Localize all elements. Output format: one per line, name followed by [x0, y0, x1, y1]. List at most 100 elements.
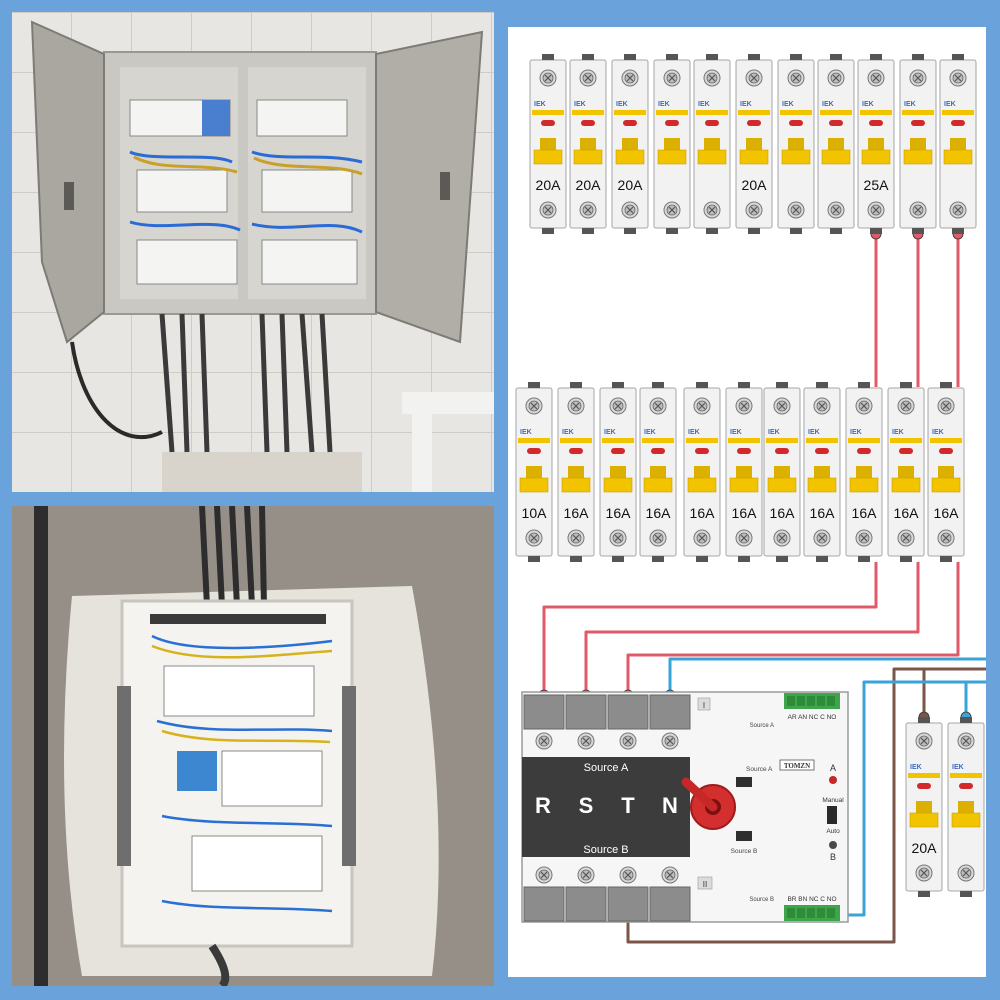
trip-indicator: [695, 448, 709, 454]
ats-phase-s: S: [579, 793, 594, 818]
breaker-lever[interactable]: [519, 466, 549, 493]
ats-window-a: [736, 777, 752, 787]
brand-label: IEK: [740, 101, 752, 108]
ats-indicator-b: [829, 841, 837, 849]
wire-brown-phase-out: [626, 667, 926, 944]
breaker-lever[interactable]: [739, 138, 769, 165]
trip-indicator: [623, 120, 637, 126]
terminal-block-a: [784, 693, 840, 709]
trip-indicator: [951, 120, 965, 126]
ats-source-a-label: Source A: [584, 762, 629, 774]
ats-brand: TOMZN: [784, 762, 810, 770]
ats-screw-terminals: [523, 694, 691, 922]
ats-label-ii: II: [703, 880, 707, 889]
ats-dark-panel: [522, 757, 690, 857]
row1-breaker: IEK: [939, 54, 977, 234]
trip-indicator: [527, 448, 541, 454]
breaker-lever[interactable]: [891, 466, 921, 493]
brand-label: IEK: [604, 429, 616, 436]
breaker-lever[interactable]: [687, 466, 717, 493]
breaker-lever[interactable]: [951, 801, 981, 828]
trip-indicator: [775, 448, 789, 454]
breaker-lever[interactable]: [697, 138, 727, 165]
breaker-lever[interactable]: [615, 138, 645, 165]
side-breaker: IEK: [947, 717, 985, 897]
brand-label: IEK: [904, 101, 916, 108]
brand-label: IEK: [822, 101, 834, 108]
trip-indicator: [665, 120, 679, 126]
rating-label: 16A: [732, 505, 758, 521]
terminal-a-source: Source A: [750, 723, 774, 729]
breaker-lever[interactable]: [861, 138, 891, 165]
breaker-lever[interactable]: [807, 466, 837, 493]
ats-source-b-label: Source B: [583, 844, 628, 856]
breaker-lever[interactable]: [657, 138, 687, 165]
breaker-lever[interactable]: [931, 466, 961, 493]
wall-box-illustration: [12, 506, 494, 986]
breaker-lever[interactable]: [573, 138, 603, 165]
cabinet-illustration: [12, 12, 494, 492]
rating-label: 16A: [810, 505, 836, 521]
wire-red-phase-s: [584, 562, 920, 695]
row1-breaker: IEK: [653, 54, 691, 234]
rating-label: 20A: [536, 177, 562, 193]
brand-label: IEK: [768, 429, 780, 436]
ats-source-b-small: Source B: [731, 848, 758, 855]
breaker-lever[interactable]: [533, 138, 563, 165]
ats-rotary-handle[interactable]: [681, 777, 736, 830]
row1-breaker: IEK: [899, 54, 937, 234]
rating-label: 20A: [912, 840, 938, 856]
breaker-lever[interactable]: [849, 466, 879, 493]
trip-indicator: [869, 120, 883, 126]
row1-breaker: IEK: [777, 54, 815, 234]
panel-photo-open-cabinet: [12, 12, 494, 492]
breaker-lever[interactable]: [603, 466, 633, 493]
trip-indicator: [917, 783, 931, 789]
rating-label: 20A: [576, 177, 602, 193]
trip-indicator: [737, 448, 751, 454]
breaker-lever[interactable]: [767, 466, 797, 493]
terminal-a-pins: AR AN NC C NO: [788, 714, 837, 721]
breaker-lever[interactable]: [943, 138, 973, 165]
breaker-lever[interactable]: [903, 138, 933, 165]
brand-label: IEK: [534, 101, 546, 108]
terminal-b-pins: BR BN NC C NO: [787, 896, 836, 903]
breaker-lever[interactable]: [781, 138, 811, 165]
ats-indicator-a-label: A: [830, 763, 836, 773]
brand-label: IEK: [658, 101, 670, 108]
ats-auto-label: Auto: [826, 828, 840, 835]
brand-label: IEK: [862, 101, 874, 108]
trip-indicator: [899, 448, 913, 454]
trip-indicator: [581, 120, 595, 126]
breaker-lever[interactable]: [729, 466, 759, 493]
breaker-lever[interactable]: [561, 466, 591, 493]
wire-red-phase-t: [626, 562, 960, 695]
ats-window-b: [736, 831, 752, 841]
ats-phase-r: R: [535, 793, 551, 818]
breaker-lever[interactable]: [643, 466, 673, 493]
brand-label: IEK: [730, 429, 742, 436]
brand-label: IEK: [892, 429, 904, 436]
row1-breaker: IEK: [693, 54, 731, 234]
breaker-rows-right: [251, 99, 363, 285]
brand-label: IEK: [562, 429, 574, 436]
ats-mode-switch[interactable]: [827, 806, 837, 824]
terminal-block-b: [784, 905, 840, 921]
rating-label: 16A: [646, 505, 672, 521]
trip-indicator: [815, 448, 829, 454]
trip-indicator: [611, 448, 625, 454]
breaker-lever[interactable]: [821, 138, 851, 165]
trip-indicator: [747, 120, 761, 126]
breaker-lever[interactable]: [909, 801, 939, 828]
